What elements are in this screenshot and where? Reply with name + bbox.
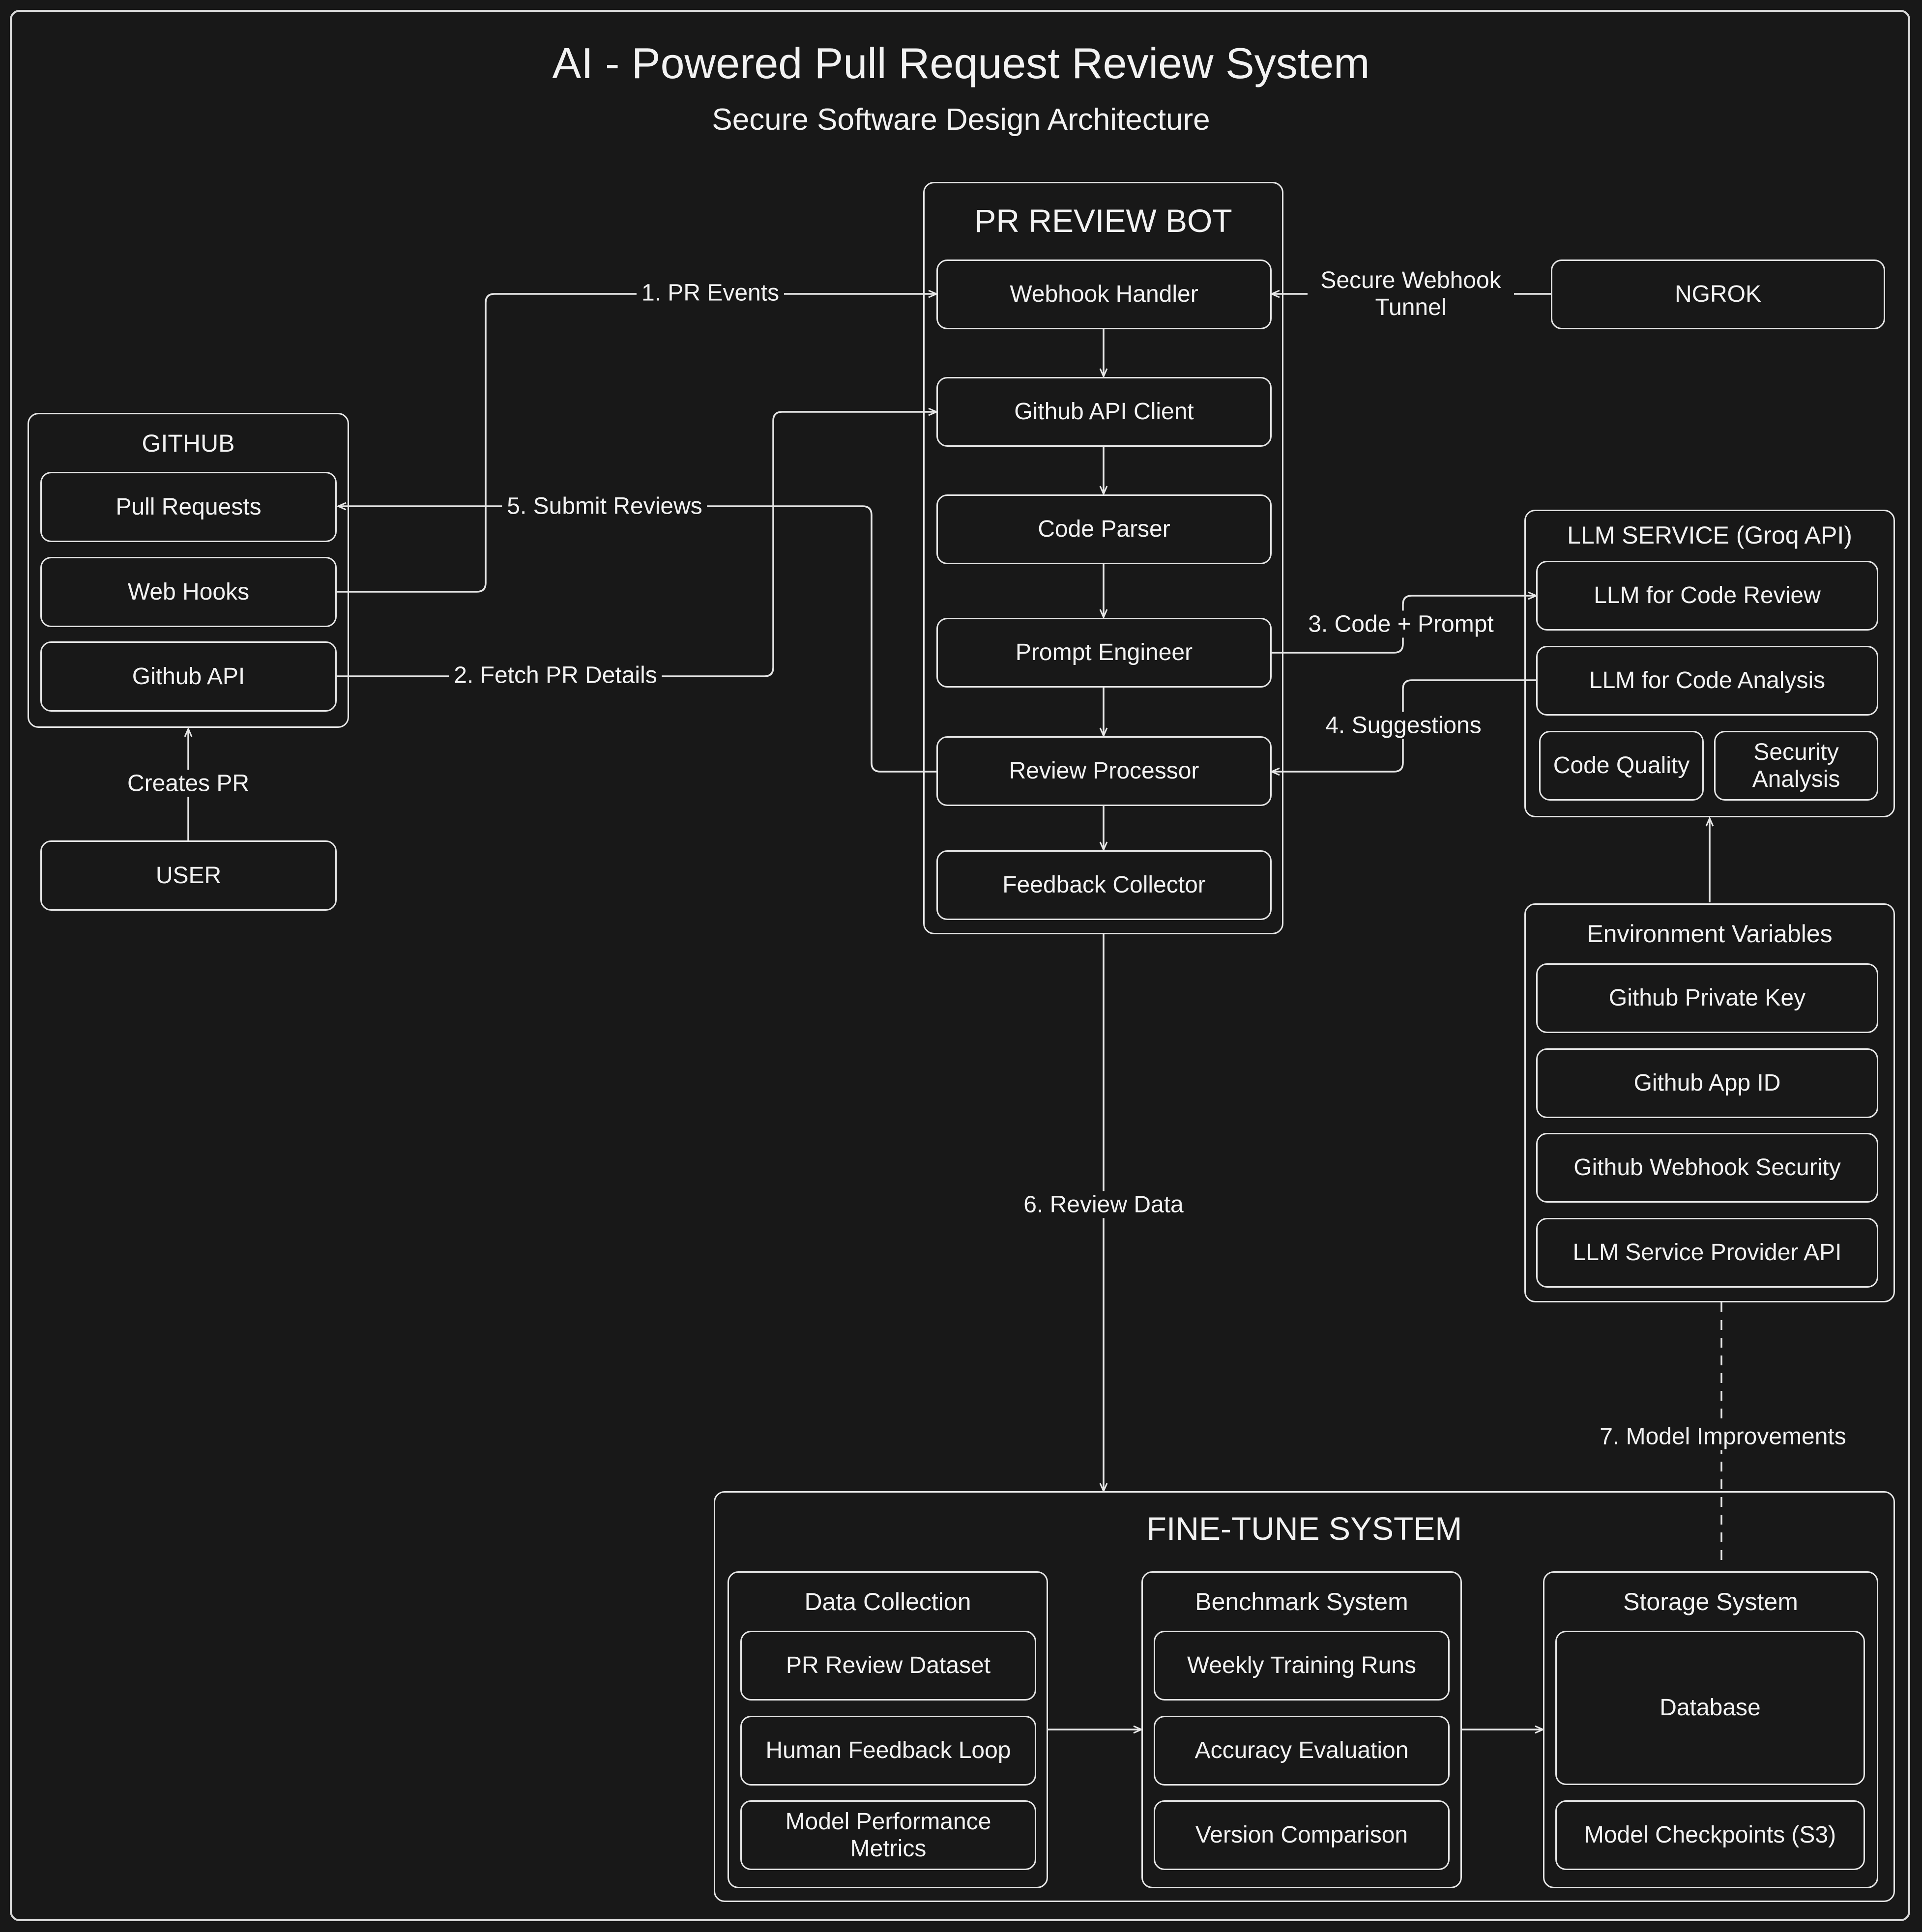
user-node[interactable]: USER	[40, 840, 337, 911]
label-suggestions: 4. Suggestions	[1320, 712, 1486, 739]
pull-requests-node[interactable]: Pull Requests	[40, 472, 337, 542]
feedback-collector-node[interactable]: Feedback Collector	[936, 850, 1272, 920]
edge-fetch-pr-details	[337, 412, 936, 677]
pr-review-bot-title: PR REVIEW BOT	[974, 202, 1232, 239]
data-collection-title: Data Collection	[804, 1588, 971, 1615]
github-private-key-node[interactable]: Github Private Key	[1536, 963, 1878, 1033]
llm-service-group: LLM SERVICE (Groq API)	[1524, 510, 1895, 817]
label-pr-events: 1. PR Events	[636, 279, 785, 307]
storage-system-title: Storage System	[1623, 1588, 1798, 1615]
weekly-training-runs-node[interactable]: Weekly Training Runs	[1154, 1631, 1450, 1701]
label-submit-reviews: 5. Submit Reviews	[502, 492, 707, 520]
fine-tune-system-group: FINE-TUNE SYSTEM	[714, 1491, 1895, 1902]
code-quality-node[interactable]: Code Quality	[1539, 731, 1704, 801]
code-parser-node[interactable]: Code Parser	[936, 494, 1272, 564]
prompt-engineer-node[interactable]: Prompt Engineer	[936, 618, 1272, 688]
model-performance-metrics-node[interactable]: Model Performance Metrics	[740, 1800, 1036, 1870]
benchmark-system-title: Benchmark System	[1195, 1588, 1408, 1615]
label-creates-pr: Creates PR	[122, 770, 255, 797]
pr-review-dataset-node[interactable]: PR Review Dataset	[740, 1631, 1036, 1701]
pr-review-bot-group: PR REVIEW BOT	[923, 182, 1283, 934]
github-webhook-security-node[interactable]: Github Webhook Security	[1536, 1133, 1878, 1203]
label-code-prompt: 3. Code + Prompt	[1303, 610, 1499, 638]
llm-service-provider-api-node[interactable]: LLM Service Provider API	[1536, 1218, 1878, 1288]
diagram-frame	[10, 10, 1910, 1921]
human-feedback-loop-node[interactable]: Human Feedback Loop	[740, 1716, 1036, 1786]
accuracy-evaluation-node[interactable]: Accuracy Evaluation	[1154, 1716, 1450, 1786]
label-review-data: 6. Review Data	[1019, 1191, 1189, 1218]
webhook-handler-node[interactable]: Webhook Handler	[936, 260, 1272, 329]
database-node[interactable]: Database	[1555, 1631, 1865, 1785]
github-group: GITHUB	[28, 413, 349, 728]
security-analysis-node[interactable]: Security Analysis	[1714, 731, 1878, 801]
label-webhook-tunnel: Secure Webhook Tunnel	[1308, 266, 1514, 321]
env-vars-title: Environment Variables	[1587, 920, 1833, 948]
label-fetch-pr-details: 2. Fetch PR Details	[449, 662, 662, 689]
diagram-title: AI - Powered Pull Request Review System	[552, 39, 1370, 87]
env-vars-group: Environment Variables	[1524, 903, 1895, 1302]
ngrok-node[interactable]: NGROK	[1551, 260, 1885, 329]
review-processor-node[interactable]: Review Processor	[936, 736, 1272, 806]
llm-code-analysis-node[interactable]: LLM for Code Analysis	[1536, 646, 1878, 716]
security-analysis-label: Security Analysis	[1752, 739, 1840, 792]
model-checkpoints-node[interactable]: Model Checkpoints (S3)	[1555, 1800, 1865, 1870]
version-comparison-node[interactable]: Version Comparison	[1154, 1800, 1450, 1870]
github-api-client-node[interactable]: Github API Client	[936, 377, 1272, 447]
llm-code-review-node[interactable]: LLM for Code Review	[1536, 561, 1878, 631]
diagram-subtitle: Secure Software Design Architecture	[712, 103, 1210, 137]
storage-system-group: Storage System	[1543, 1571, 1878, 1888]
label-model-improvements: 7. Model Improvements	[1595, 1423, 1851, 1450]
fine-tune-system-title: FINE-TUNE SYSTEM	[1146, 1510, 1462, 1547]
github-api-node[interactable]: Github API	[40, 641, 337, 712]
edge-pr-events	[337, 294, 936, 593]
model-performance-metrics-label: Model Performance Metrics	[785, 1808, 991, 1862]
data-collection-group: Data Collection	[728, 1571, 1048, 1888]
edge-submit-reviews	[338, 506, 936, 773]
benchmark-system-group: Benchmark System	[1141, 1571, 1462, 1888]
github-title: GITHUB	[142, 430, 235, 457]
github-app-id-node[interactable]: Github App ID	[1536, 1048, 1878, 1118]
web-hooks-node[interactable]: Web Hooks	[40, 557, 337, 627]
llm-service-title: LLM SERVICE (Groq API)	[1567, 521, 1852, 549]
